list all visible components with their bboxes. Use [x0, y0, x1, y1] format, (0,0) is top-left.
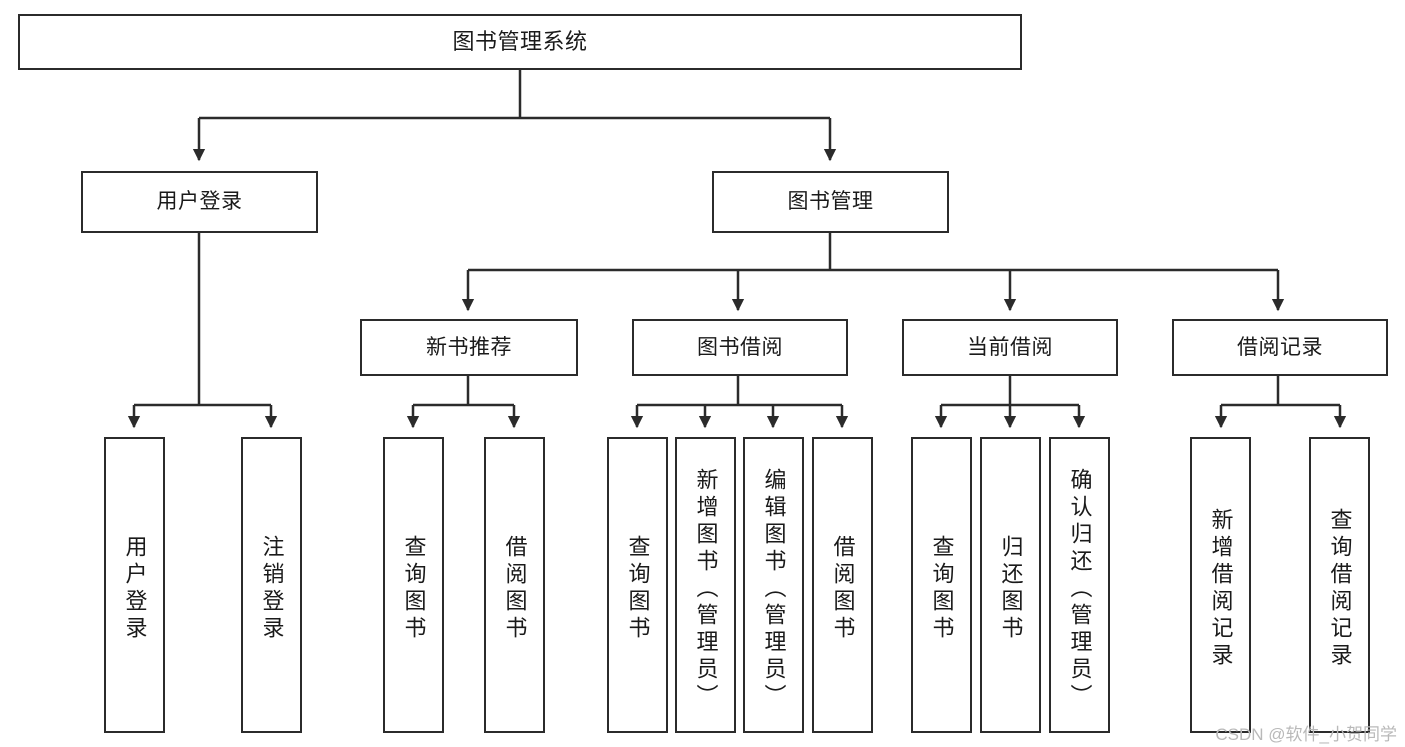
node-label: 借阅图书: [502, 535, 528, 643]
node-label: 用户登录: [156, 190, 243, 214]
node-label: 图书借阅: [697, 335, 783, 359]
leaf-new-book-borrow[interactable]: 借阅图书: [484, 437, 545, 733]
node-label: 归还图书: [998, 535, 1024, 643]
node-label: 查询图书: [401, 535, 427, 643]
node-book-management[interactable]: 图书管理: [712, 171, 949, 233]
leaf-book-borrow-query[interactable]: 查询图书: [607, 437, 668, 733]
node-label: 编辑图书（管理员）: [761, 467, 787, 711]
leaf-book-borrow-edit[interactable]: 编辑图书（管理员）: [743, 437, 804, 733]
node-label: 借阅记录: [1237, 335, 1323, 359]
node-label: 注销登录: [259, 535, 285, 643]
node-new-book-recommend[interactable]: 新书推荐: [360, 319, 578, 376]
node-label: 图书管理系统: [452, 28, 588, 54]
leaf-book-borrow-borrow[interactable]: 借阅图书: [812, 437, 873, 733]
node-label: 用户登录: [122, 535, 148, 643]
node-label: 新增图书（管理员）: [693, 467, 719, 711]
node-root-system[interactable]: 图书管理系统: [18, 14, 1022, 70]
node-user-login[interactable]: 用户登录: [81, 171, 318, 233]
leaf-borrow-record-query[interactable]: 查询借阅记录: [1309, 437, 1370, 733]
leaf-user-login-logout[interactable]: 注销登录: [241, 437, 302, 733]
leaf-borrow-record-add[interactable]: 新增借阅记录: [1190, 437, 1251, 733]
node-label: 新增借阅记录: [1208, 508, 1234, 670]
node-label: 新书推荐: [426, 335, 512, 359]
csdn-watermark: CSDN @软件_小贺同学: [1215, 725, 1397, 744]
leaf-user-login-login[interactable]: 用户登录: [104, 437, 165, 733]
node-label: 借阅图书: [830, 535, 856, 643]
node-label: 查询图书: [929, 535, 955, 643]
node-label: 查询借阅记录: [1327, 508, 1353, 670]
leaf-current-borrow-confirm[interactable]: 确认归还（管理员）: [1049, 437, 1110, 733]
leaf-book-borrow-add[interactable]: 新增图书（管理员）: [675, 437, 736, 733]
node-label: 当前借阅: [967, 335, 1053, 359]
node-label: 查询图书: [625, 535, 651, 643]
node-book-borrow[interactable]: 图书借阅: [632, 319, 848, 376]
node-current-borrow[interactable]: 当前借阅: [902, 319, 1118, 376]
leaf-current-borrow-query[interactable]: 查询图书: [911, 437, 972, 733]
leaf-new-book-query[interactable]: 查询图书: [383, 437, 444, 733]
leaf-current-borrow-return[interactable]: 归还图书: [980, 437, 1041, 733]
node-label: 图书管理: [787, 190, 874, 214]
node-label: 确认归还（管理员）: [1067, 467, 1093, 711]
node-borrow-record[interactable]: 借阅记录: [1172, 319, 1388, 376]
